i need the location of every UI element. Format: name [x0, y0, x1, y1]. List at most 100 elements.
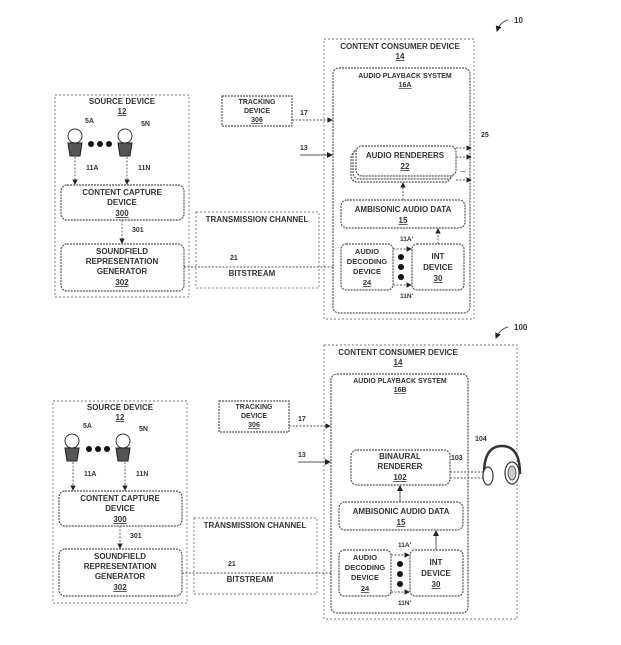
- soundfield-generator[interactable]: [58, 548, 183, 597]
- playback-num: 16B: [394, 387, 407, 394]
- content-capture-device[interactable]: [60, 184, 185, 221]
- box-text: AMBISONIC AUDIO DATA: [353, 507, 450, 516]
- box-num: 24: [363, 278, 372, 287]
- source-device-label: SOURCE DEVICE: [89, 97, 156, 106]
- box-num: 306: [251, 117, 263, 124]
- source-device-label: SOURCE DEVICE: [87, 403, 154, 412]
- transmission-channel-box: [195, 211, 320, 289]
- box-num: 15: [397, 518, 406, 527]
- signal-label: 21: [228, 561, 236, 568]
- box-num: 302: [113, 583, 127, 592]
- box-text: SOUNDFIELD: [94, 552, 146, 561]
- mic-label: 5A: [83, 423, 92, 430]
- transmission-label: TRANSMISSION CHANNEL: [206, 215, 309, 224]
- box-text: DECODING: [347, 257, 388, 266]
- diagram-100: 100 SOURCE DEVICE 12 5A 5N 11A 11N CONTE…: [52, 323, 528, 620]
- ref-arrow: [495, 19, 509, 32]
- box-num: 24: [361, 584, 370, 593]
- microphone-icon: [115, 433, 131, 462]
- box-num: 30: [434, 274, 443, 283]
- signal-label: 11A': [400, 236, 414, 243]
- ambisonic-audio-data[interactable]: [338, 501, 464, 531]
- box-text: TRACKING: [236, 404, 273, 411]
- source-device-num: 12: [116, 413, 125, 422]
- box-text: SOUNDFIELD: [96, 247, 148, 256]
- consumer-num: 14: [396, 52, 405, 61]
- ref-arrow: [495, 326, 509, 339]
- consumer-label: CONTENT CONSUMER DEVICE: [338, 348, 458, 357]
- audio-decoding-device[interactable]: [340, 243, 394, 291]
- box-text: AUDIO RENDERERS: [366, 151, 445, 160]
- box-text: INT: [430, 558, 443, 567]
- signal-label: 17: [300, 110, 308, 117]
- signal-label: 301: [132, 227, 144, 234]
- signal-label: 11N: [136, 471, 148, 478]
- box-text: CONTENT CAPTURE: [82, 188, 162, 197]
- box-text: INT: [432, 252, 445, 261]
- tracking-device[interactable]: [218, 400, 290, 433]
- diagram-10: 10 SOURCE DEVICE 12 5A 5N 11A 11N CONTEN…: [54, 16, 523, 320]
- box-text: GENERATOR: [97, 267, 148, 276]
- microphone-icon: [64, 433, 80, 462]
- box-text: RENDERER: [378, 462, 423, 471]
- audio-decoding-device[interactable]: [338, 549, 392, 597]
- playback-label: AUDIO PLAYBACK SYSTEM: [353, 378, 447, 385]
- box-num: 102: [393, 473, 407, 482]
- signal-label: 13: [298, 452, 306, 459]
- output-ref: 103: [451, 455, 463, 462]
- consumer-label: CONTENT CONSUMER DEVICE: [340, 42, 460, 51]
- playback-label: AUDIO PLAYBACK SYSTEM: [358, 73, 452, 80]
- headphones-icon: [482, 444, 522, 486]
- signal-label: 21: [230, 255, 238, 262]
- figure-ref: 100: [514, 323, 528, 332]
- soundfield-generator[interactable]: [60, 243, 185, 292]
- consumer-num: 14: [394, 358, 403, 367]
- microphone-icon: [117, 128, 133, 157]
- signal-label: 13: [300, 145, 308, 152]
- box-text: AUDIO: [355, 247, 379, 256]
- playback-num: 16A: [399, 82, 412, 89]
- transmission-label: TRANSMISSION CHANNEL: [204, 521, 307, 530]
- content-capture-device[interactable]: [58, 490, 183, 527]
- box-text: CONTENT CAPTURE: [80, 494, 160, 503]
- headphones-ref: 104: [475, 436, 487, 443]
- box-num: 22: [401, 162, 410, 171]
- box-text: DEVICE: [423, 263, 453, 272]
- box-text: DEVICE: [421, 569, 451, 578]
- source-device-num: 12: [118, 107, 127, 116]
- box-text: DEVICE: [244, 108, 270, 115]
- box-num: 300: [115, 209, 129, 218]
- ellipsis-dots: [88, 141, 112, 147]
- svg-text:…: …: [460, 168, 466, 174]
- mic-label: 5N: [139, 426, 148, 433]
- figure-ref: 10: [514, 16, 523, 25]
- signal-label: 301: [130, 533, 142, 540]
- audio-renderers[interactable]: [355, 145, 457, 177]
- box-text: DEVICE: [107, 198, 137, 207]
- box-num: 302: [115, 278, 129, 287]
- tracking-device[interactable]: [221, 95, 293, 127]
- box-num: 30: [432, 580, 441, 589]
- mic-label: 5A: [85, 118, 94, 125]
- bitstream-label: BITSTREAM: [229, 269, 276, 278]
- ambisonic-audio-data[interactable]: [340, 199, 466, 229]
- box-text: DEVICE: [241, 413, 267, 420]
- box-text: AUDIO: [353, 553, 377, 562]
- content-consumer-device-box: [323, 38, 475, 320]
- signal-label: 11A: [84, 471, 96, 478]
- ellipsis-dots: [397, 561, 403, 587]
- output-ref: 25: [481, 132, 489, 139]
- box-text: DEVICE: [105, 504, 135, 513]
- signal-label: 11N': [398, 600, 412, 607]
- signal-label: 11A': [398, 542, 412, 549]
- mic-label: 5N: [141, 121, 150, 128]
- content-consumer-device-box: [323, 344, 518, 620]
- box-text: DEVICE: [353, 267, 381, 276]
- signal-label: 11A: [86, 165, 98, 172]
- transmission-channel-box: [193, 517, 318, 595]
- microphone-icon: [67, 128, 83, 157]
- box-text: GENERATOR: [95, 572, 146, 581]
- box-text: AMBISONIC AUDIO DATA: [355, 205, 452, 214]
- signal-label: 11N': [400, 293, 414, 300]
